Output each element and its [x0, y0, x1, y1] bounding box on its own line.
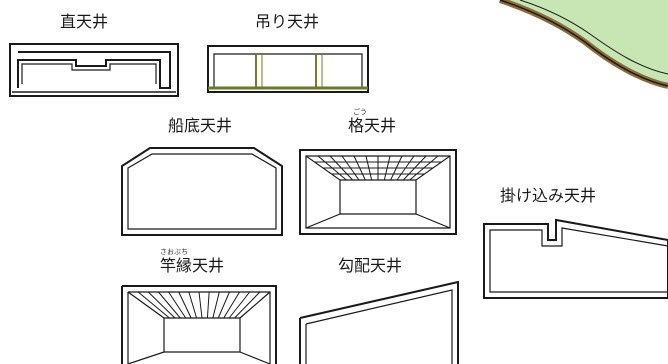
rod-line: [168, 291, 187, 319]
rod-line: [234, 291, 261, 319]
label-tsuri-tenjo: 吊り天井: [255, 12, 319, 31]
rod-line: [178, 291, 192, 319]
label-koubai-tenjo: 勾配天井: [338, 256, 402, 275]
diagram-funazoko-tenjo: [121, 147, 283, 236]
label-funazoko-tenjo: 船底天井: [168, 116, 232, 135]
diagram-koubai-tenjo: [299, 280, 459, 364]
label-saobuchi-tenjo: 竿縁天井: [160, 256, 224, 275]
rod-line: [223, 291, 240, 319]
label-gou-tenjo: 格天井: [348, 116, 396, 135]
diagram-saobuchi-tenjo: [121, 285, 277, 364]
rod-line: [206, 291, 210, 319]
diagram-tsuri-tenjo: [207, 45, 369, 93]
label-jika-tenjo: 直天井: [60, 12, 108, 31]
ceiling-rods: [137, 291, 261, 319]
diagram-kakekomi-tenjo: [483, 218, 668, 299]
rod-line: [147, 291, 176, 319]
label-kakekomi-tenjo: 掛け込み天井: [500, 186, 596, 205]
coffered-grid: [305, 155, 451, 181]
rod-line: [137, 291, 170, 319]
grid-line: [305, 155, 341, 181]
diagram-gou-tenjo: [299, 149, 457, 235]
rod-line: [212, 291, 220, 319]
ruby-saobuchi: さおぶち: [160, 248, 188, 256]
ruby-gou: ごう: [353, 107, 367, 116]
rod-line: [228, 291, 251, 319]
rod-line: [188, 291, 198, 319]
rod-line: [198, 291, 203, 319]
grid-line: [415, 155, 451, 181]
rod-line: [217, 291, 230, 319]
rod-line: [158, 291, 181, 319]
terrain-corner-decoration: [499, 0, 668, 89]
diagram-jika-tenjo: [9, 43, 179, 97]
